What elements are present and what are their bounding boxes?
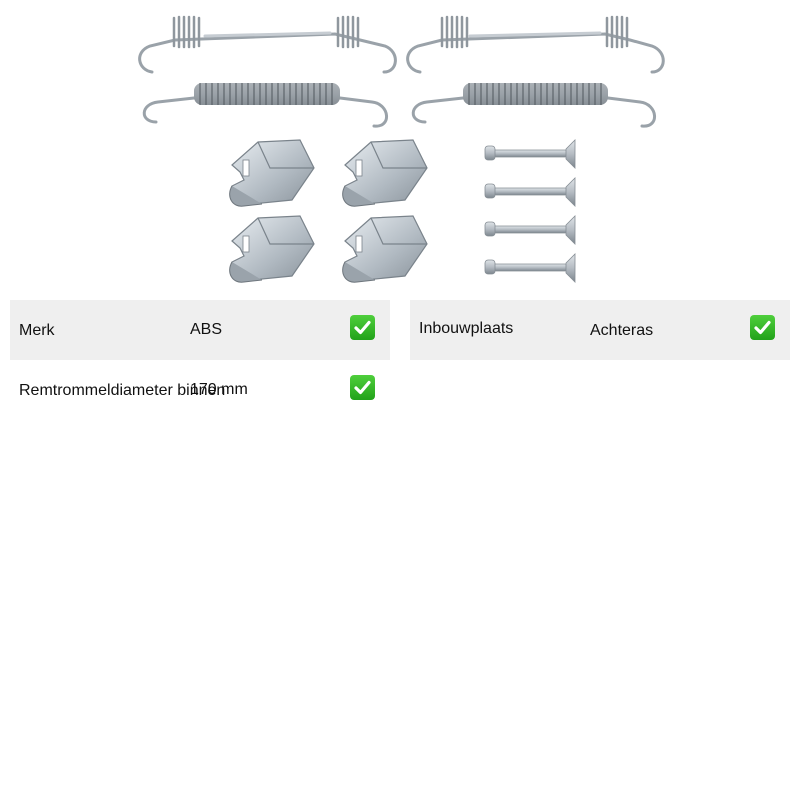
check-icon bbox=[350, 315, 375, 340]
retaining-clip bbox=[342, 215, 428, 283]
spec-value: ABS bbox=[190, 321, 223, 338]
double-coil-spring-left bbox=[138, 15, 397, 74]
hold-down-pin bbox=[484, 215, 576, 245]
spec-row-merk: Merk ABS bbox=[10, 300, 390, 360]
spec-value: Achteras bbox=[590, 322, 654, 339]
hold-down-pin bbox=[484, 253, 576, 283]
retaining-clip bbox=[342, 139, 428, 207]
spec-label: Remtrommeldiameter binnen bbox=[19, 382, 226, 399]
retaining-clip bbox=[229, 215, 315, 283]
spec-row-inbouwplaats: Inbouwplaats Achteras bbox=[410, 300, 790, 360]
hold-down-pin bbox=[484, 177, 576, 207]
long-coil-spring-right bbox=[411, 83, 656, 128]
spec-row-remtrommeldiameter: Remtrommeldiameter binnen 170 mm bbox=[10, 360, 390, 420]
check-icon bbox=[750, 315, 775, 340]
check-icon bbox=[350, 375, 375, 400]
long-coil-spring-left bbox=[142, 83, 388, 128]
brake-shoe-accessory-kit-image bbox=[138, 15, 665, 283]
hold-down-pin bbox=[484, 139, 576, 169]
spec-label: Merk bbox=[19, 322, 55, 339]
spec-value: 170 mm bbox=[190, 381, 248, 398]
spec-label: Inbouwplaats bbox=[419, 320, 514, 337]
double-coil-spring-right bbox=[406, 15, 665, 74]
retaining-clip bbox=[229, 139, 315, 207]
